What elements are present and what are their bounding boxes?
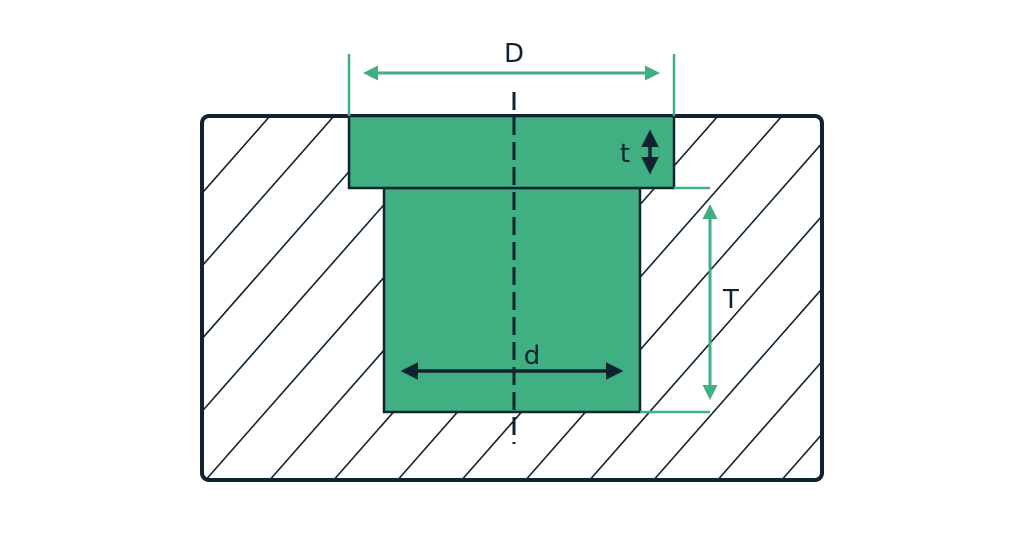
- hatch-line: [202, 116, 335, 480]
- bushing-body: [382, 186, 642, 414]
- hatch-line: [653, 116, 822, 480]
- dimension-inner-diameter: d: [400, 341, 624, 380]
- dimension-outer-diameter: D: [347, 39, 676, 116]
- label-T: T: [722, 285, 739, 315]
- bushing-flange: [347, 114, 676, 190]
- dimension-flange-thickness: t: [620, 129, 659, 175]
- hatch-line: [589, 116, 822, 480]
- label-D: D: [504, 39, 524, 69]
- label-d: d: [524, 341, 541, 371]
- label-t: t: [620, 139, 630, 169]
- hatch-line: [846, 116, 1024, 480]
- dimension-body-length: T: [640, 186, 739, 414]
- hatch-line: [717, 116, 822, 480]
- hatch-line: [202, 116, 399, 480]
- hatch-line: [525, 116, 822, 480]
- hatch-line: [202, 116, 207, 480]
- hatch-line: [0, 116, 142, 480]
- hatch-line: [202, 116, 271, 480]
